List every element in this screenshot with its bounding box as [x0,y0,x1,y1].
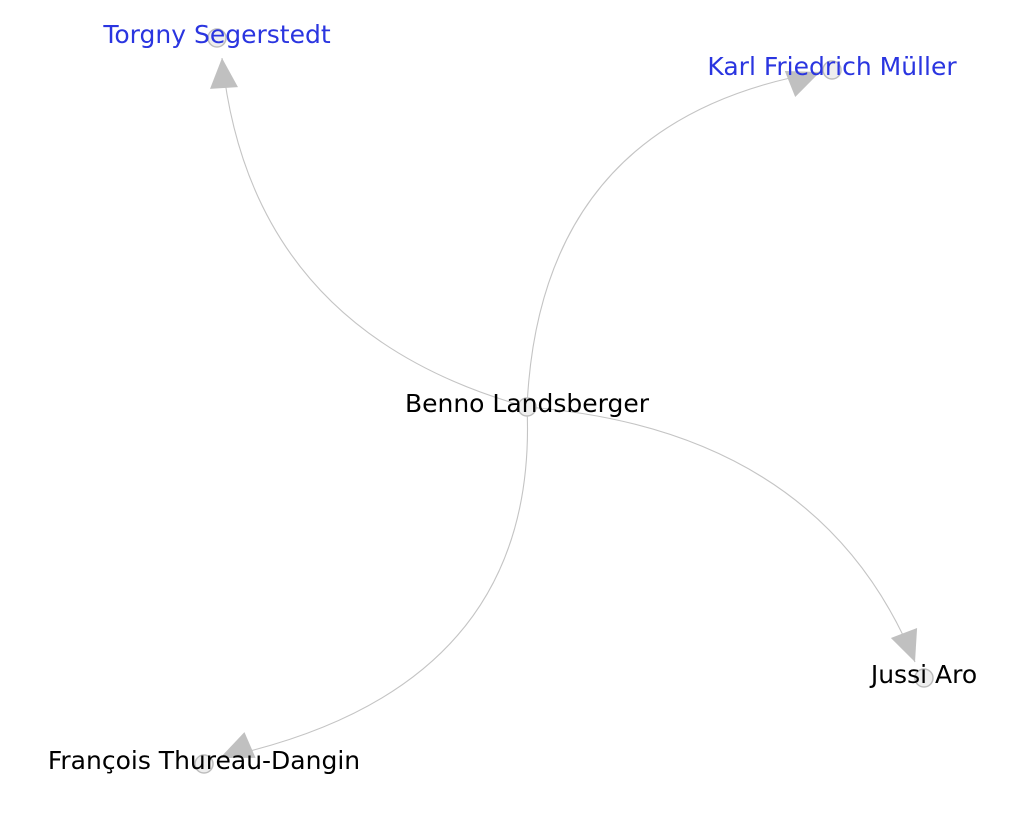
node-label-thureau[interactable]: François Thureau-Dangin [48,746,360,775]
node-thureau[interactable] [194,754,214,774]
edge-landsberger-to-aro [526,406,916,663]
arrowhead-aro [890,628,918,662]
edge-landsberger-to-muller [526,71,821,408]
edge-landsberger-to-thureau [219,406,529,759]
node-label-muller[interactable]: Karl Friedrich Müller [707,52,957,81]
node-muller[interactable] [822,60,842,80]
edges-layer [210,57,918,759]
node-landsberger[interactable] [517,397,537,417]
node-aro[interactable] [914,668,934,688]
edge-landsberger-to-segerstedt [221,57,528,408]
node-label-aro[interactable]: Jussi Aro [869,660,977,689]
arrowhead-thureau [220,732,256,758]
node-segerstedt[interactable] [207,28,227,48]
nodes-layer [194,28,934,774]
node-label-segerstedt[interactable]: Torgny Segerstedt [102,20,330,49]
arrowhead-muller [784,71,820,97]
node-label-landsberger[interactable]: Benno Landsberger [405,389,650,418]
arrowhead-segerstedt [210,58,238,89]
